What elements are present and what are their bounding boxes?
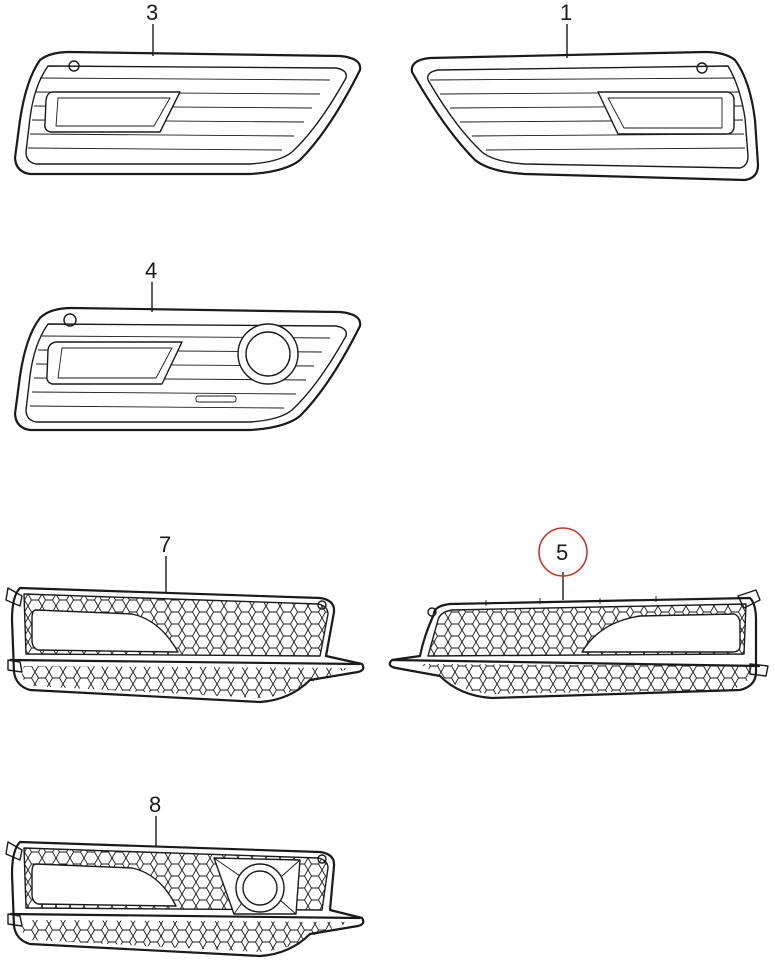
grille-part-1[interactable]: 1 [410, 0, 760, 182]
grille-part-4[interactable]: 4 [13, 258, 362, 432]
highlight-circle [538, 527, 588, 577]
callout-label-1: 1 [560, 0, 572, 25]
callout-label-3: 3 [146, 0, 158, 25]
grille-part-3[interactable]: 3 [13, 0, 362, 176]
callout-label-7: 7 [159, 532, 171, 557]
grille-part-5[interactable]: 5 [388, 527, 769, 700]
callout-label-5: 5 [556, 540, 568, 565]
grille-part-8[interactable]: 8 [5, 792, 365, 958]
callout-label-4: 4 [145, 258, 157, 283]
grille-part-7[interactable]: 7 [5, 532, 365, 704]
callout-label-8: 8 [149, 792, 161, 817]
